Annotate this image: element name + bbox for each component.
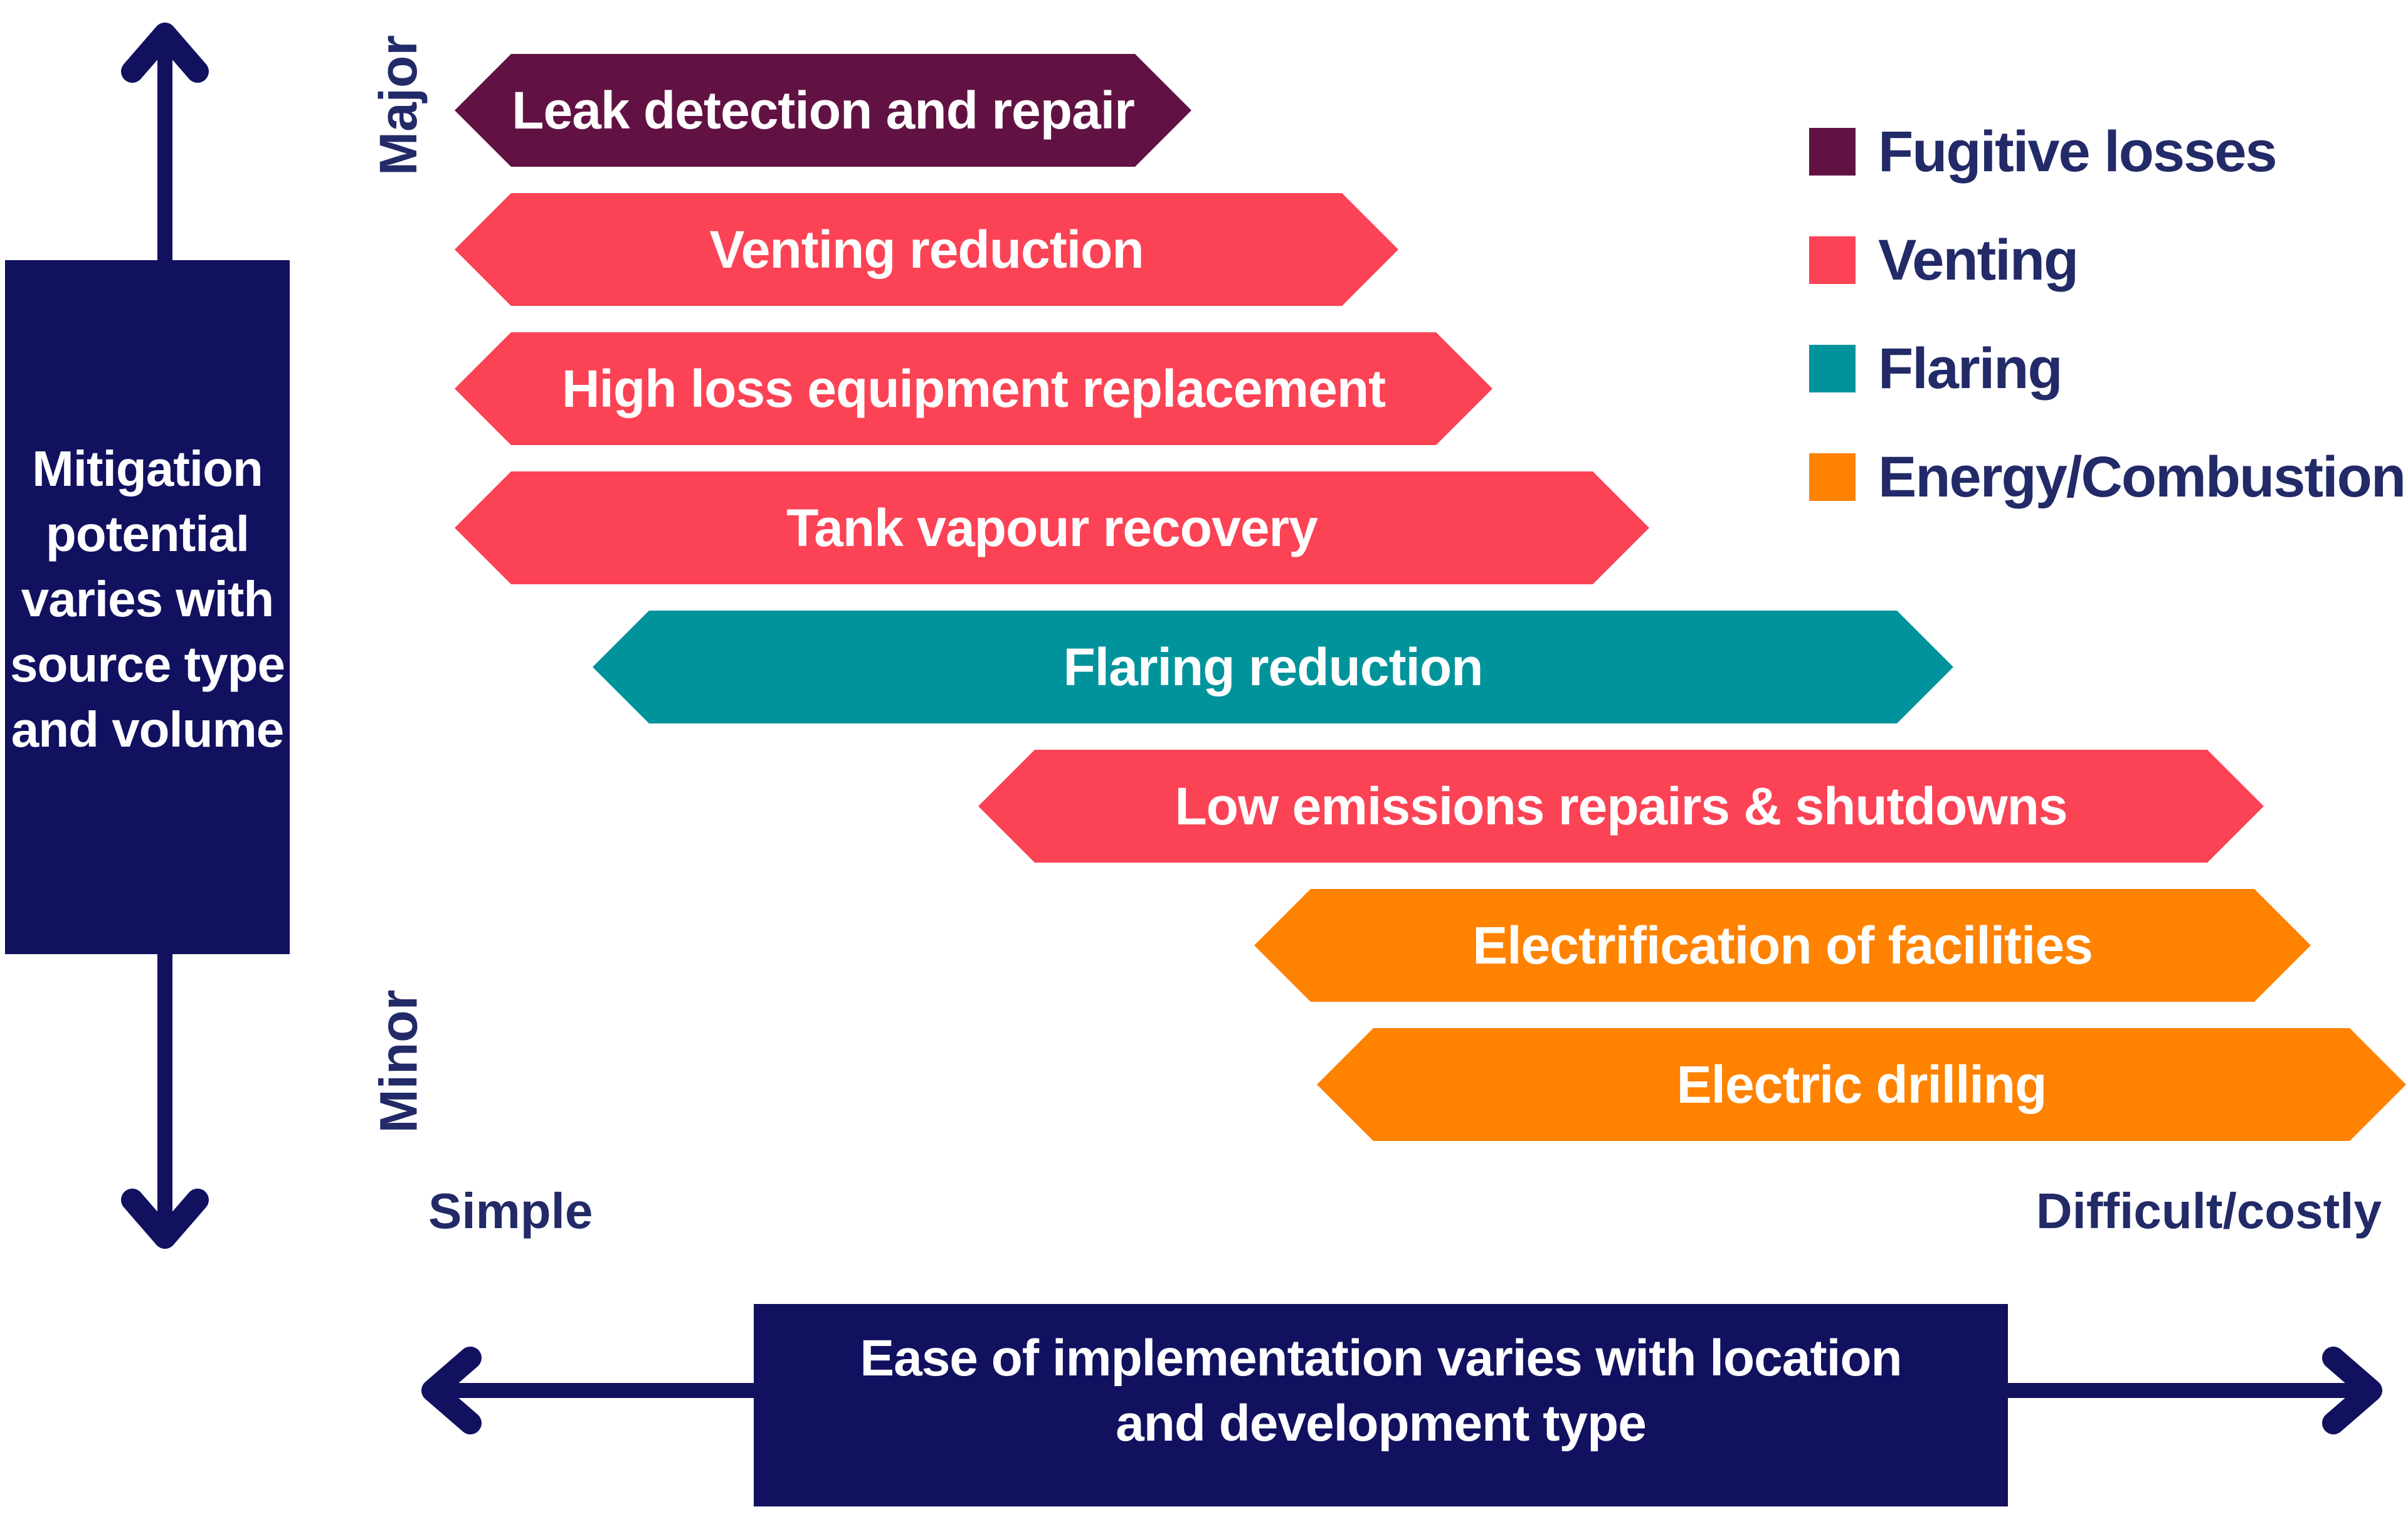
bar-flaring-reduction: Flaring reduction bbox=[593, 611, 1953, 723]
bar-label: Low emissions repairs & shutdowns bbox=[1175, 776, 2067, 836]
legend-label: Flaring bbox=[1878, 337, 2063, 401]
bar-venting-reduction: Venting reduction bbox=[455, 193, 1398, 306]
bar-tank-vapour-recovery: Tank vapour recovery bbox=[455, 471, 1649, 584]
simple-label: Simple bbox=[428, 1183, 593, 1239]
bar-label: Flaring reduction bbox=[1063, 637, 1483, 696]
legend-swatch-icon bbox=[1809, 128, 1856, 176]
legend-swatch-icon bbox=[1809, 236, 1856, 284]
difficult-costly-label: Difficult/costly bbox=[2036, 1183, 2382, 1239]
mitigation-potential-text: Mitigation potential varies with source … bbox=[9, 441, 285, 757]
bar-electric-drilling: Electric drilling bbox=[1317, 1028, 2406, 1141]
bar-label: Electrification of facilities bbox=[1472, 915, 2093, 975]
bar-label: Tank vapour recovery bbox=[786, 498, 1318, 557]
bar-low-emissions-repairs-shutdowns: Low emissions repairs & shutdowns bbox=[978, 750, 2264, 863]
arrowhead-up-icon bbox=[121, 23, 209, 83]
legend-row-flaring: Flaring bbox=[1809, 340, 2063, 397]
bar-leak-detection-and-repair: Leak detection and repair bbox=[455, 54, 1191, 167]
arrowhead-right-icon bbox=[2322, 1347, 2382, 1434]
bar-label: High loss equipment replacement bbox=[561, 359, 1386, 418]
legend-label: Venting bbox=[1878, 228, 2079, 292]
legend-row-venting: Venting bbox=[1809, 231, 2079, 289]
ease-of-implementation-text: Ease of implementation varies with locat… bbox=[860, 1330, 1902, 1452]
legend-swatch-icon bbox=[1809, 345, 1856, 392]
legend-swatch-icon bbox=[1809, 453, 1856, 501]
bar-high-loss-equipment-replacement: High loss equipment replacement bbox=[455, 332, 1492, 445]
bar-label: Electric drilling bbox=[1676, 1054, 2047, 1114]
arrowhead-down-icon bbox=[121, 1189, 209, 1249]
bar-electrification-of-facilities: Electrification of facilities bbox=[1254, 889, 2311, 1002]
legend-row-energy-combustion: Energy/Combustion bbox=[1809, 448, 2406, 506]
legend-label: Fugitive losses bbox=[1878, 120, 2278, 184]
bar-label: Venting reduction bbox=[709, 219, 1144, 279]
mitigation-potential-box: Mitigation potential varies with source … bbox=[5, 260, 290, 954]
legend-label: Energy/Combustion bbox=[1878, 445, 2406, 509]
bar-label: Leak detection and repair bbox=[512, 80, 1134, 140]
arrowhead-left-icon bbox=[421, 1347, 482, 1434]
ease-of-implementation-box: Ease of implementation varies with locat… bbox=[754, 1304, 2008, 1506]
legend-row-fugitive-losses: Fugitive losses bbox=[1809, 123, 2278, 181]
